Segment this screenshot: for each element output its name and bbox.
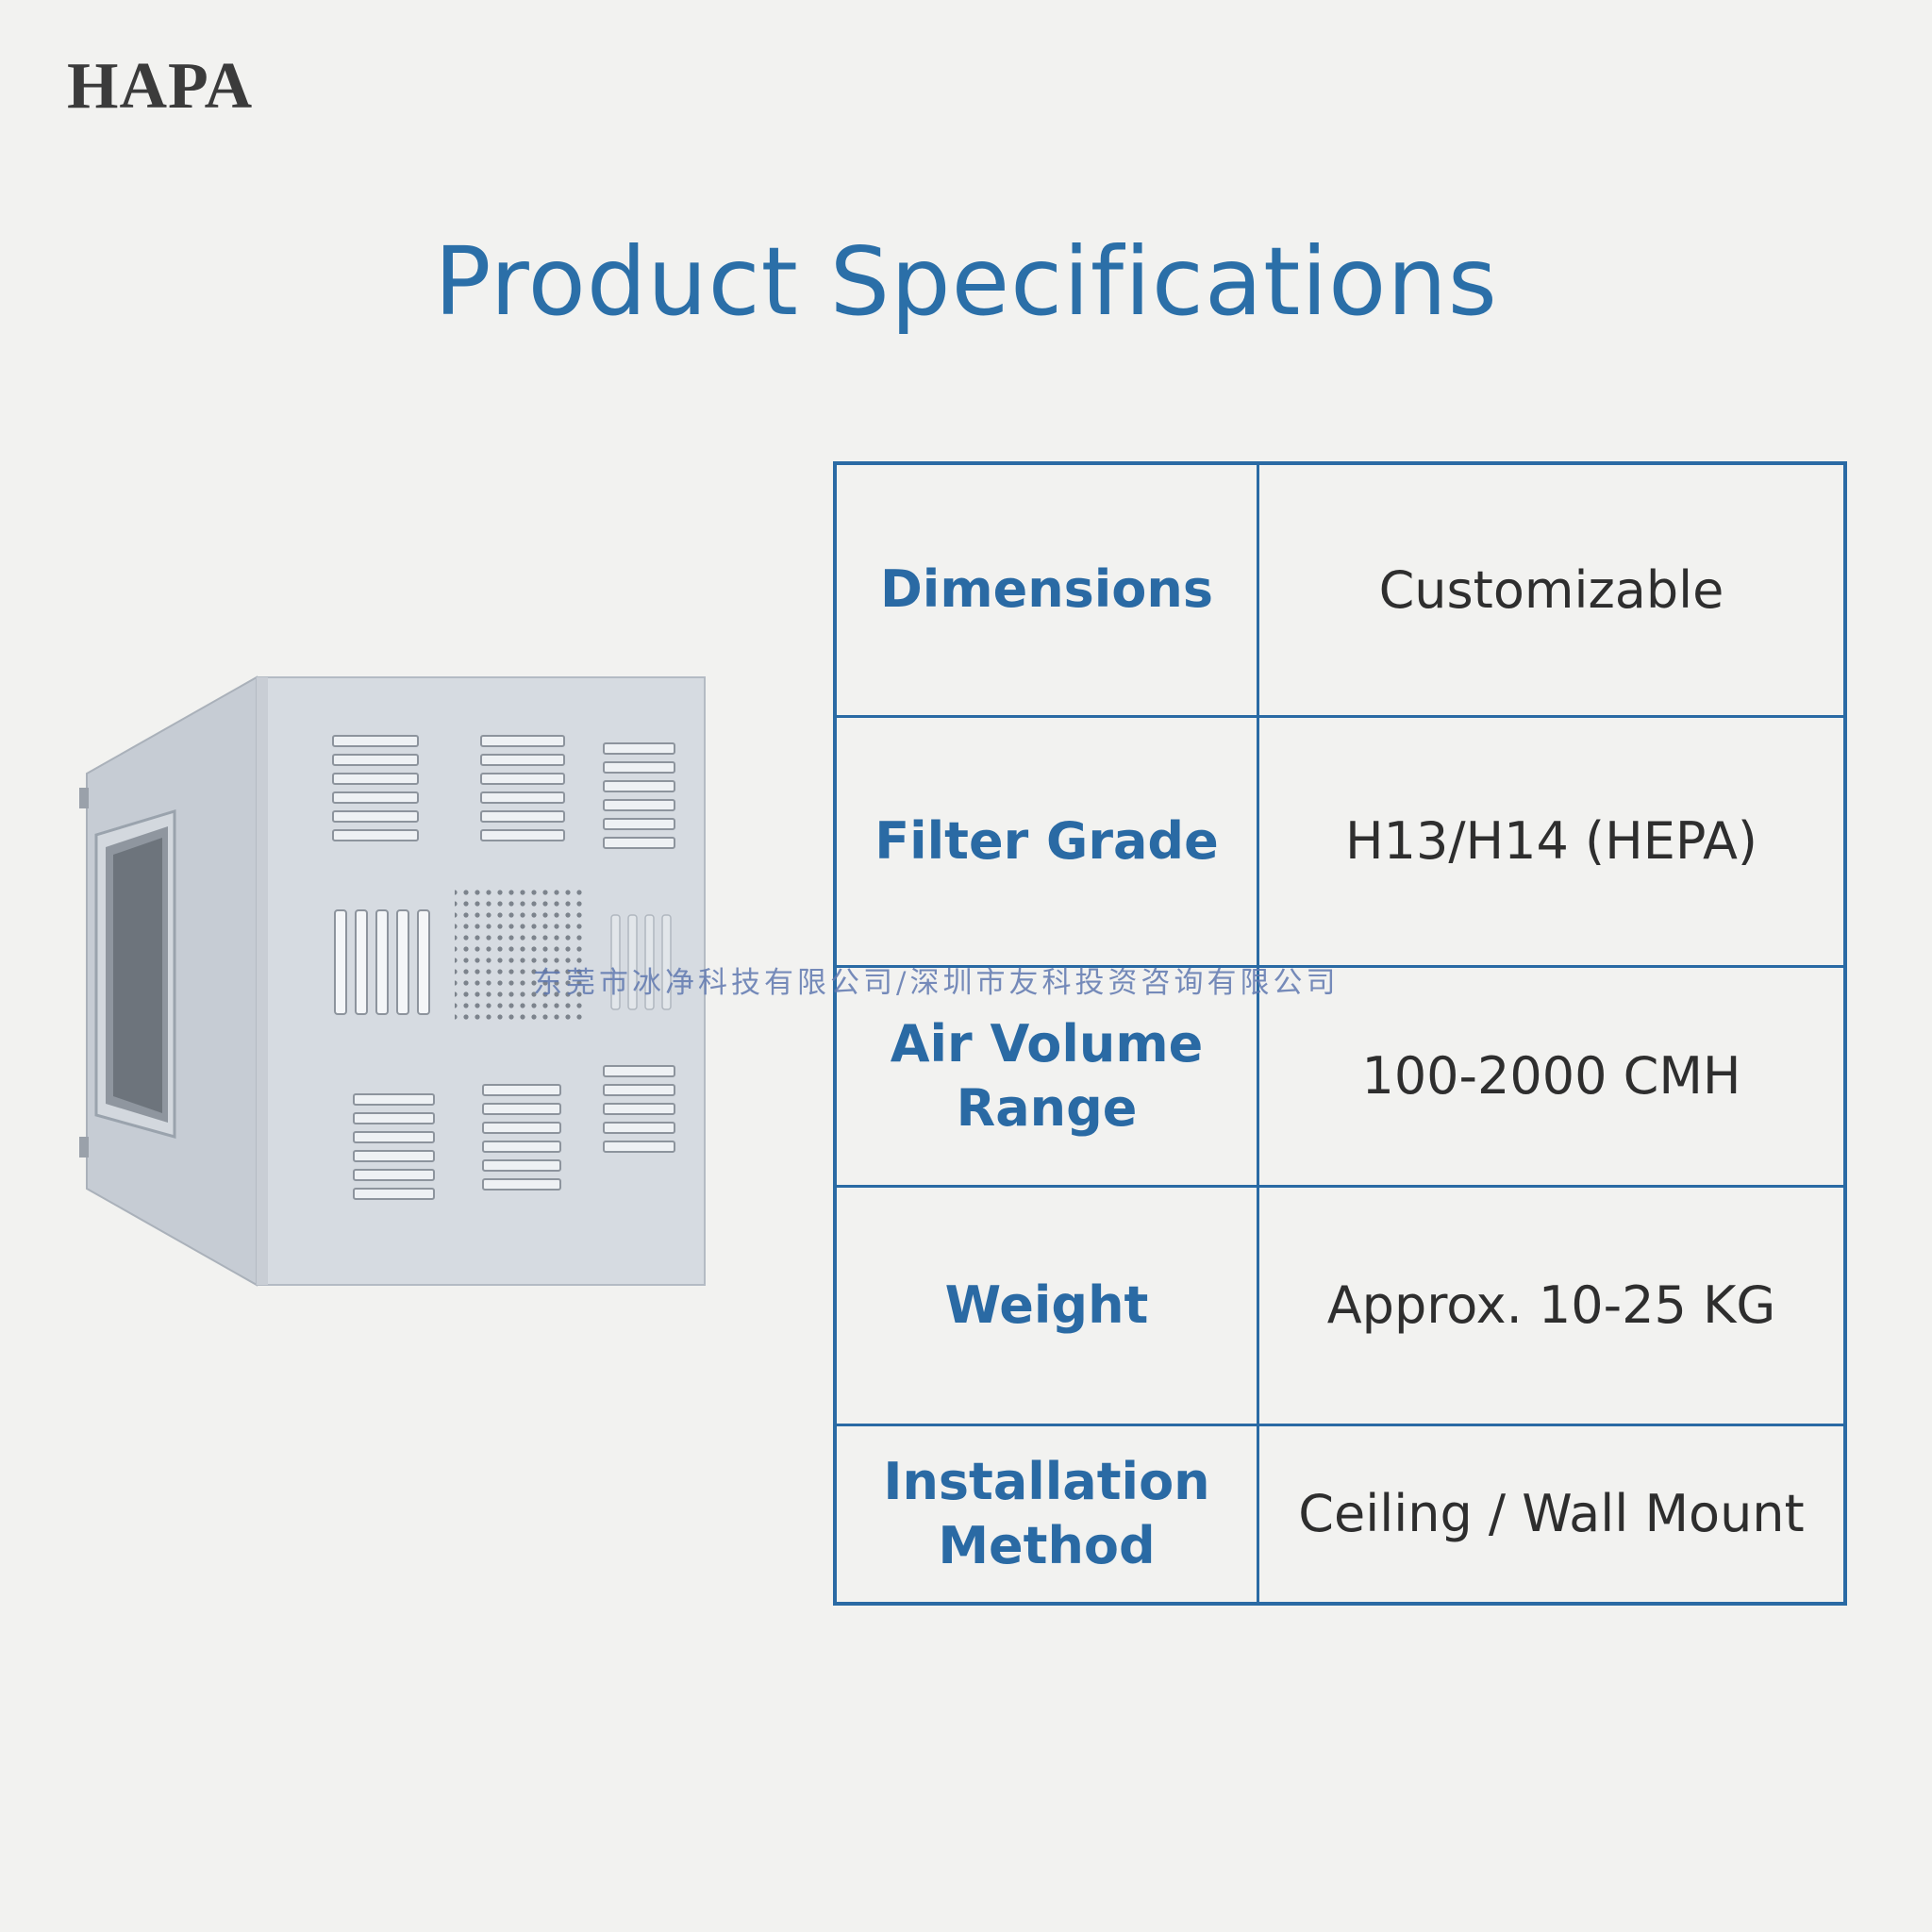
table-row: Dimensions Customizable [833, 461, 1847, 718]
spec-value-weight: Approx. 10-25 KG [1257, 1184, 1847, 1426]
brand-logo: HAPA [67, 50, 254, 123]
spec-label-dimensions: Dimensions [833, 461, 1259, 718]
watermark-text: 东莞市冰净科技有限公司/深圳市友科投资咨询有限公司 [533, 966, 1340, 1000]
spec-value-filter-grade: H13/H14 (HEPA) [1257, 714, 1847, 968]
table-row: Installation Method Ceiling / Wall Mount [833, 1423, 1847, 1606]
table-row: Air Volume Range 100-2000 CMH [833, 964, 1847, 1188]
table-row: Filter Grade H13/H14 (HEPA) [833, 714, 1847, 968]
spec-value-dimensions: Customizable [1257, 461, 1847, 718]
spec-label-air-volume: Air Volume Range [833, 964, 1259, 1188]
spec-label-filter-grade: Filter Grade [833, 714, 1259, 968]
table-row: Weight Approx. 10-25 KG [833, 1184, 1847, 1426]
spec-label-installation: Installation Method [833, 1423, 1259, 1606]
product-image [79, 675, 706, 1287]
spec-value-installation: Ceiling / Wall Mount [1257, 1423, 1847, 1606]
spec-table: Dimensions Customizable Filter Grade H13… [833, 461, 1847, 1606]
page-title: Product Specifications [434, 226, 1498, 337]
spec-label-weight: Weight [833, 1184, 1259, 1426]
spec-value-air-volume: 100-2000 CMH [1257, 964, 1847, 1188]
